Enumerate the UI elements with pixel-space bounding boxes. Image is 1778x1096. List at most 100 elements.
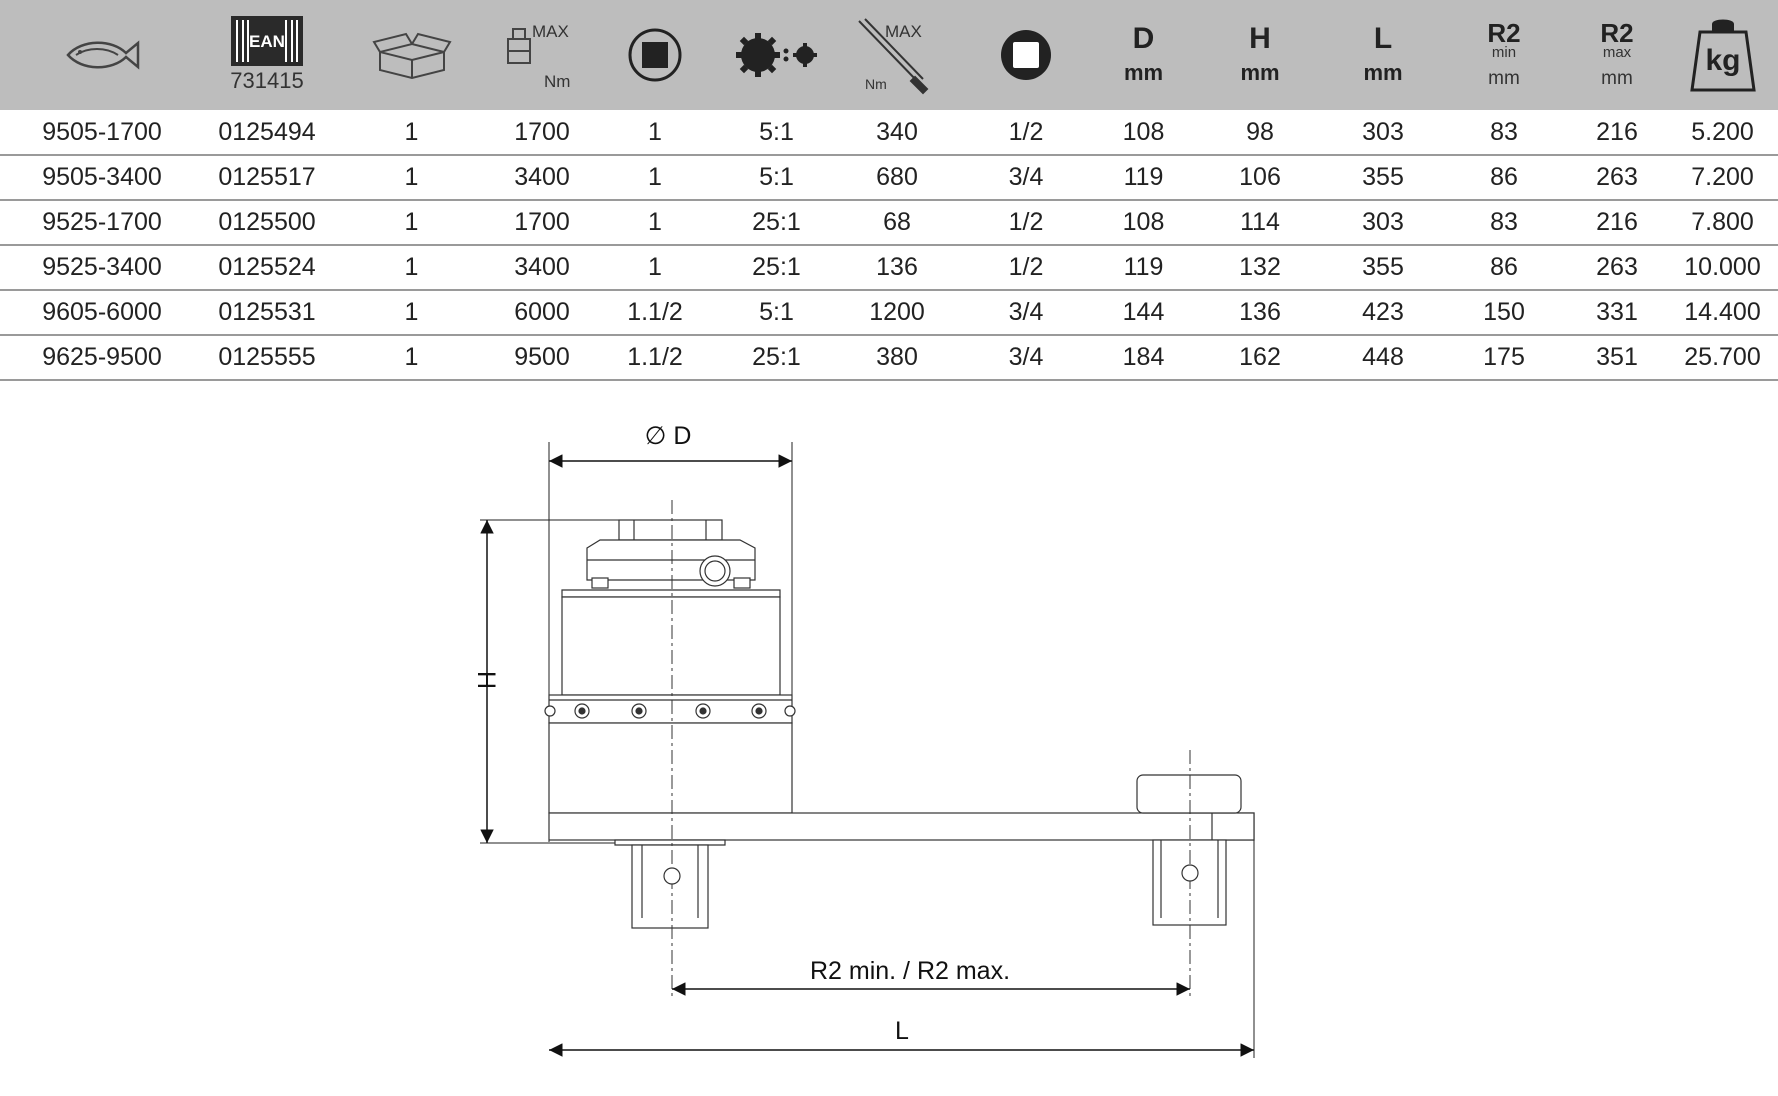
r2-dim-label: R2 min. / R2 max. [810, 957, 1010, 985]
table-cell: 9525-3400 [0, 245, 204, 291]
table-cell: 0125500 [204, 200, 330, 246]
screw-ring [544, 703, 796, 719]
table-cell: 10.000 [1667, 245, 1778, 291]
wrench-max-icon: MAX Nm [858, 18, 929, 95]
box-icon [371, 32, 452, 80]
dim-length: L [549, 840, 1255, 1058]
table-cell: 1 [591, 110, 719, 156]
table-cell: 9625-9500 [0, 335, 204, 381]
table-cell: 380 [834, 335, 960, 381]
l-unit: mm [1363, 60, 1403, 85]
col-header-d: D mm [1092, 0, 1195, 110]
table-cell: 5.200 [1667, 110, 1778, 156]
center-lines [671, 500, 1191, 998]
table-cell: 25.700 [1667, 335, 1778, 381]
table-cell: 1.1/2 [591, 290, 719, 336]
table-cell: 83 [1441, 110, 1567, 156]
table-cell: 448 [1325, 335, 1441, 381]
table-cell: 1700 [493, 200, 591, 246]
table-cell: 108 [1092, 200, 1195, 246]
length-label: L [895, 1017, 909, 1045]
table-cell: 25:1 [719, 200, 834, 246]
table-cell: 108 [1092, 110, 1195, 156]
max-label: MAX [532, 22, 569, 41]
kg-label: kg [1705, 44, 1740, 77]
table-cell: 0125524 [204, 245, 330, 291]
gear-ratio-icon [735, 33, 817, 77]
nm-label: Nm [544, 72, 570, 91]
table-cell: 0125555 [204, 335, 330, 381]
table-cell: 136 [1195, 290, 1325, 336]
table-cell: 3/4 [960, 290, 1092, 336]
col-header-input-square [960, 0, 1092, 110]
col-header-r2min: R2 min mm [1441, 0, 1567, 110]
table-cell: 0125494 [204, 110, 330, 156]
table-cell: 1 [591, 200, 719, 246]
col-header-h: H mm [1195, 0, 1325, 110]
table-cell: 119 [1092, 155, 1195, 201]
table-cell: 86 [1441, 245, 1567, 291]
table-cell: 0125531 [204, 290, 330, 336]
table-cell: 7.800 [1667, 200, 1778, 246]
table-cell: 1.1/2 [591, 335, 719, 381]
table-cell: 68 [834, 200, 960, 246]
l-label: L [1373, 22, 1393, 55]
table-cell: 216 [1567, 110, 1667, 156]
height-label: H [472, 671, 500, 689]
table-cell: 6000 [493, 290, 591, 336]
torque-max-icon: MAX Nm [507, 22, 570, 91]
r2min-sub: min [1491, 44, 1517, 61]
table-cell: 25:1 [719, 335, 834, 381]
col-header-r2max: R2 max mm [1567, 0, 1667, 110]
table-cell: 1 [330, 290, 493, 336]
d-label: D [1132, 22, 1155, 55]
table-cell: 680 [834, 155, 960, 201]
table-cell: 184 [1092, 335, 1195, 381]
table-cell: 3/4 [960, 335, 1092, 381]
table-cell: 136 [834, 245, 960, 291]
table-header-row: EAN 731415 [0, 0, 1778, 110]
table-cell: 423 [1325, 290, 1441, 336]
table-cell: 25:1 [719, 245, 834, 291]
col-header-drive-square [591, 0, 719, 110]
table-cell: 1/2 [960, 110, 1092, 156]
wrench-max-label: MAX [885, 22, 922, 41]
table-cell: 5:1 [719, 155, 834, 201]
col-header-max-torque: MAX Nm [493, 0, 591, 110]
table-cell: 1700 [493, 110, 591, 156]
table-cell: 106 [1195, 155, 1325, 201]
col-header-article [0, 0, 204, 110]
table-cell: 114 [1195, 200, 1325, 246]
r2min-label: R2 [1487, 18, 1521, 48]
table-cell: 355 [1325, 155, 1441, 201]
table-cell: 263 [1567, 155, 1667, 201]
d-unit: mm [1123, 60, 1164, 85]
r2max-label: R2 [1600, 18, 1634, 48]
table-cell: 5:1 [719, 110, 834, 156]
table-cell: 14.400 [1667, 290, 1778, 336]
table-cell: 9525-1700 [0, 200, 204, 246]
table-cell: 162 [1195, 335, 1325, 381]
table-cell: 1/2 [960, 200, 1092, 246]
table-cell: 83 [1441, 200, 1567, 246]
torque-multiplier-body [548, 519, 1255, 929]
r2max-unit: mm [1601, 68, 1633, 89]
table-cell: 340 [834, 110, 960, 156]
table-cell: 132 [1195, 245, 1325, 291]
col-header-input-torque: MAX Nm [834, 0, 960, 110]
col-header-l: L mm [1325, 0, 1441, 110]
barcode-icon: EAN [231, 16, 303, 66]
table-cell: 1200 [834, 290, 960, 336]
table-cell: 3400 [493, 245, 591, 291]
table-cell: 7.200 [1667, 155, 1778, 201]
table-cell: 1/2 [960, 245, 1092, 291]
table-cell: 216 [1567, 200, 1667, 246]
dim-r2: R2 min. / R2 max. [672, 957, 1190, 996]
